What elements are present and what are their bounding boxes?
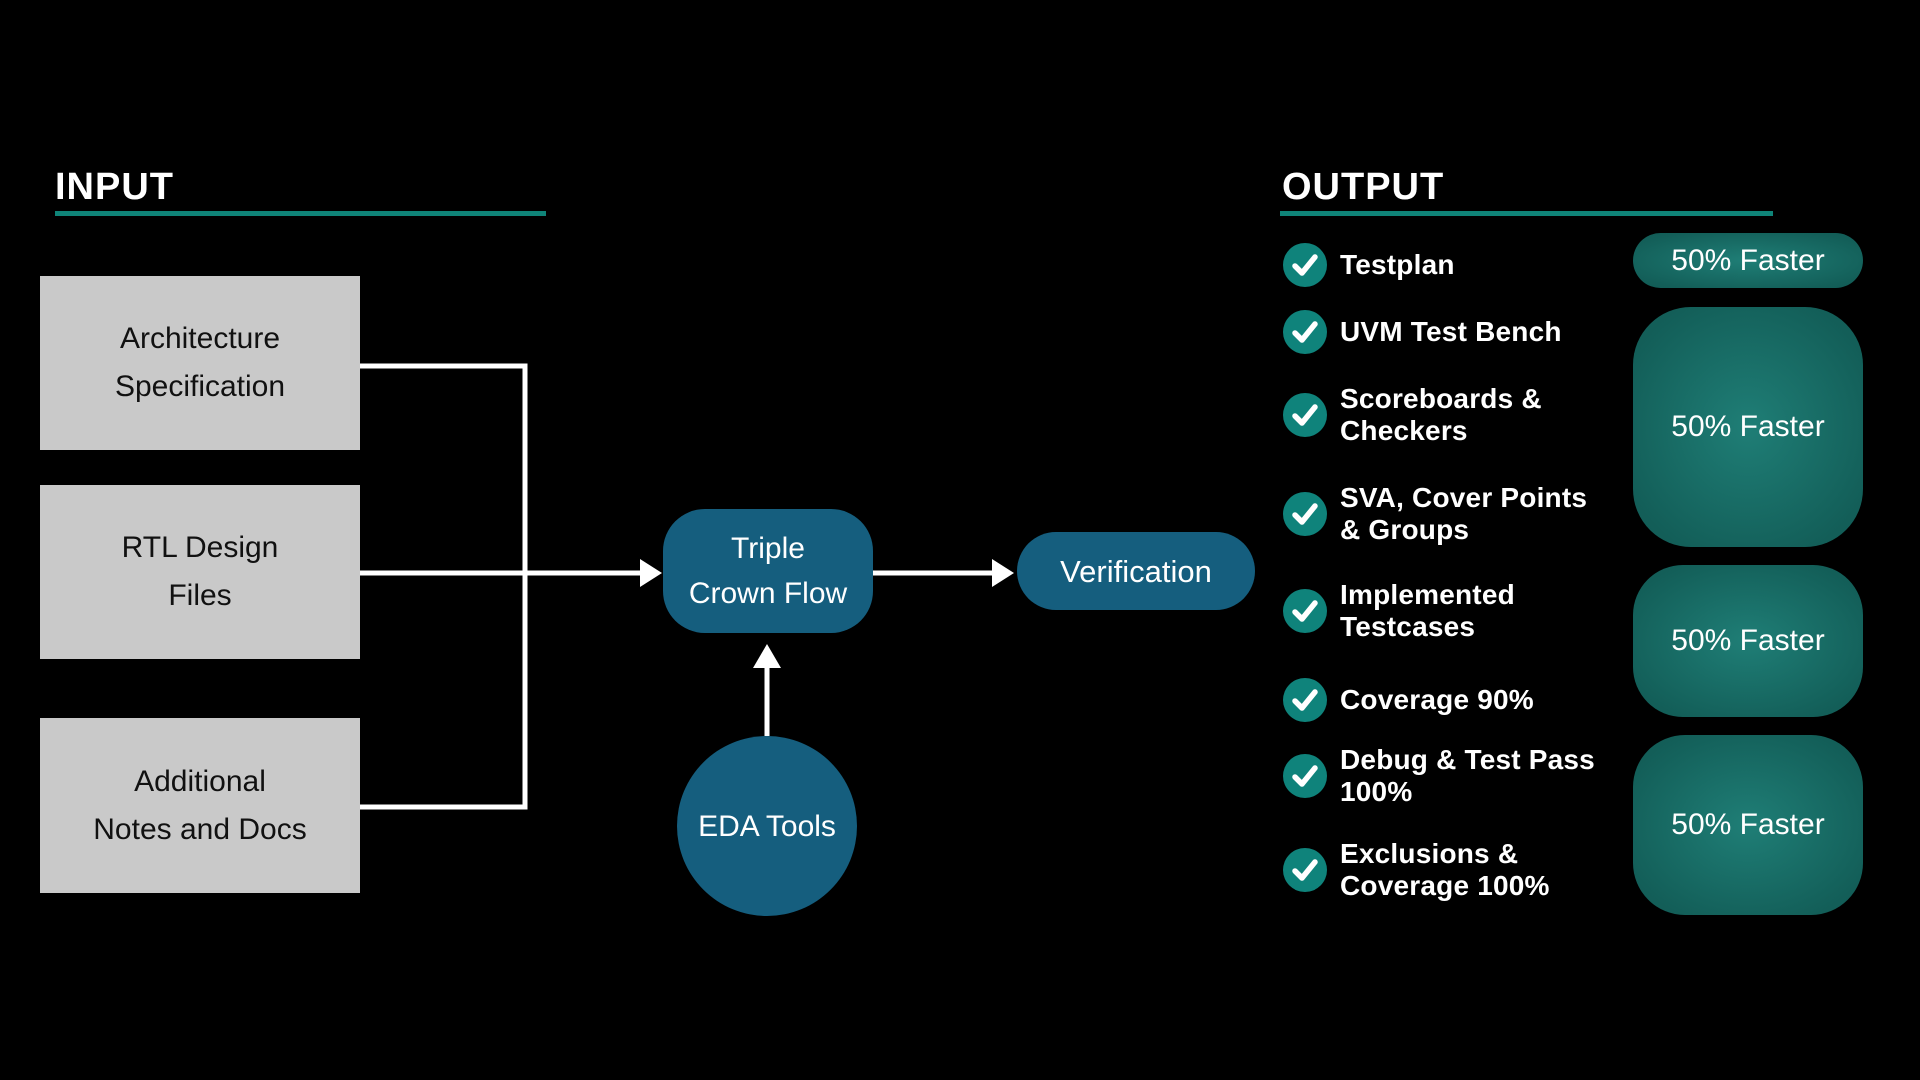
triple-crown-flow-label-line: Triple <box>731 532 805 565</box>
checkmark-icon <box>1283 393 1327 437</box>
output-item-label-line: & Groups <box>1340 514 1470 545</box>
output-item-label: UVM Test Bench <box>1340 316 1562 348</box>
output-item-label-line: SVA, Cover Points <box>1340 482 1588 513</box>
output-item-label-line: Debug & Test Pass <box>1340 744 1595 775</box>
output-heading: OUTPUT <box>1282 166 1445 208</box>
output-heading-underline <box>1280 211 1773 216</box>
input-heading: INPUT <box>55 166 174 208</box>
output-item-label: Exclusions & Coverage 100% <box>1340 838 1550 902</box>
output-item-uvm-test-bench: UVM Test Bench <box>1283 310 1562 354</box>
checkmark-icon <box>1283 310 1327 354</box>
output-item-label: Implemented Testcases <box>1340 579 1515 643</box>
input-heading-underline <box>55 211 546 216</box>
eda-tools-label: EDA Tools <box>698 809 836 843</box>
output-item-scoreboards-checkers: Scoreboards & Checkers <box>1283 383 1542 447</box>
output-item-label-line: Checkers <box>1340 415 1468 446</box>
input-box-label-line: Architecture <box>119 322 281 355</box>
input-box-label-line: Specification <box>114 370 286 403</box>
verification-label: Verification <box>1060 553 1212 589</box>
badge-label: 50% Faster <box>1671 410 1825 443</box>
triple-crown-flow-node: Triple Crown Flow <box>663 509 873 633</box>
input-box-label-line: Additional <box>134 764 266 798</box>
badge-label: 50% Faster <box>1671 243 1825 277</box>
badge-50-faster: 50% Faster <box>1633 307 1863 547</box>
output-item-label-line: Implemented <box>1340 579 1515 610</box>
badge-label: 50% Faster <box>1671 624 1825 657</box>
checkmark-icon <box>1283 754 1327 798</box>
input-box-architecture-specification: Architecture Specification <box>40 276 360 450</box>
output-item-coverage-90: Coverage 90% <box>1283 678 1534 722</box>
output-item-sva-cover-points-groups: SVA, Cover Points & Groups <box>1283 482 1587 546</box>
input-box-rtl-design-files: RTL Design Files <box>40 485 360 659</box>
input-box-label-line: Files <box>168 579 232 612</box>
eda-arrowhead-icon <box>753 644 781 668</box>
verification-node: Verification <box>1017 532 1255 610</box>
output-item-debug-test-pass-100: Debug & Test Pass 100% <box>1283 744 1595 808</box>
checkmark-icon <box>1283 848 1327 892</box>
output-item-label: Coverage 90% <box>1340 684 1534 716</box>
output-item-label-line: Exclusions & <box>1340 838 1519 869</box>
output-item-label: Testplan <box>1340 249 1455 281</box>
output-item-label-line: Testcases <box>1340 611 1476 642</box>
output-item-label-line: Scoreboards & <box>1340 383 1542 414</box>
input-box-label-line: Notes and Docs <box>93 812 307 846</box>
verification-arrowhead-icon <box>992 559 1014 587</box>
output-item-exclusions-coverage-100: Exclusions & Coverage 100% <box>1283 838 1550 902</box>
badge-50-faster: 50% Faster <box>1633 735 1863 915</box>
checkmark-icon <box>1283 243 1327 287</box>
output-item-label-line: Testplan <box>1340 249 1455 280</box>
checkmark-icon <box>1283 492 1327 536</box>
output-item-label: Scoreboards & Checkers <box>1340 383 1542 447</box>
main-arrowhead-icon <box>640 559 662 587</box>
output-item-label: SVA, Cover Points & Groups <box>1340 482 1587 546</box>
badge-label: 50% Faster <box>1671 808 1825 841</box>
input-box-additional-notes-docs: Additional Notes and Docs <box>40 718 360 893</box>
output-item-label-line: UVM Test Bench <box>1340 316 1562 347</box>
triple-crown-flow-label-line: Crown Flow <box>688 577 848 610</box>
output-item-label: Debug & Test Pass 100% <box>1340 744 1595 808</box>
input-box-label-line: RTL Design <box>121 531 279 564</box>
checkmark-icon <box>1283 589 1327 633</box>
output-item-label-line: Coverage 90% <box>1340 684 1534 715</box>
badge-50-faster: 50% Faster <box>1633 565 1863 717</box>
output-item-label-line: Coverage 100% <box>1340 870 1550 901</box>
output-item-testplan: Testplan <box>1283 243 1455 287</box>
checkmark-icon <box>1283 678 1327 722</box>
output-item-implemented-testcases: Implemented Testcases <box>1283 579 1515 643</box>
output-item-label-line: 100% <box>1340 776 1413 807</box>
badge-50-faster: 50% Faster <box>1633 233 1863 288</box>
eda-tools-node: EDA Tools <box>677 736 857 916</box>
